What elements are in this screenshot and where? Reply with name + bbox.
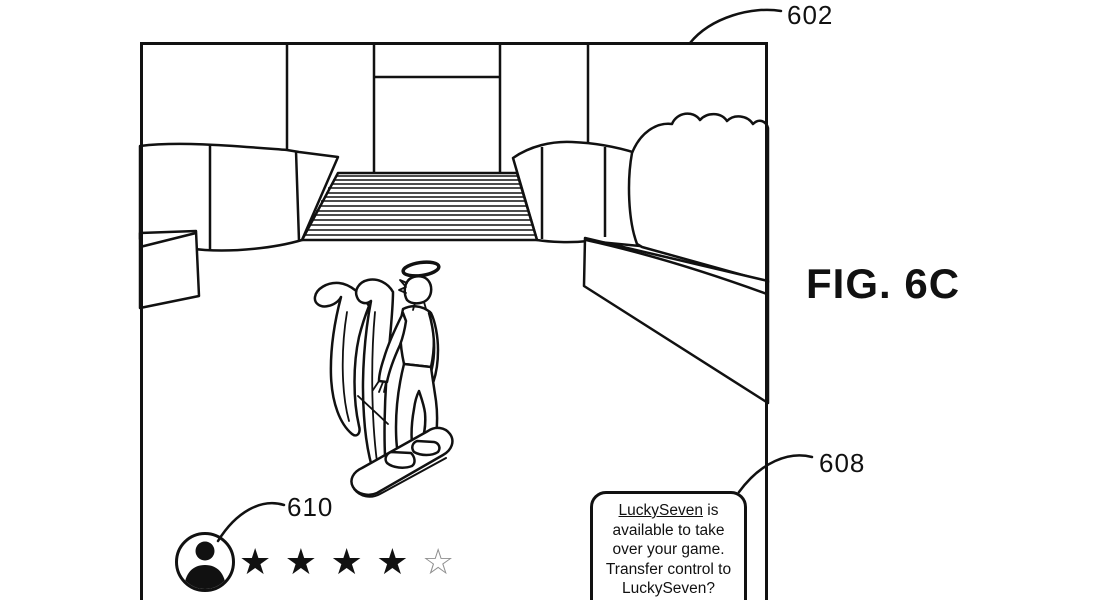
right-grind-ledge	[582, 236, 770, 405]
right-rock	[511, 140, 642, 248]
leader-line-608	[737, 454, 814, 494]
player-name: LuckySeven	[618, 502, 703, 519]
head	[403, 274, 433, 305]
back-wall-panel-lines	[285, 45, 590, 172]
left-ledge-block	[138, 229, 201, 310]
star-1: ★	[239, 542, 273, 583]
left-shoe	[384, 450, 416, 469]
right-shoe	[411, 439, 441, 457]
dialog-text-line-5: LuckySeven?	[621, 580, 716, 597]
ref-label-610: 610	[287, 492, 334, 522]
dialog-text-line-3: over your game.	[612, 541, 725, 558]
leader-lines	[216, 8, 814, 543]
ref-label-602: 602	[787, 0, 834, 30]
halo-icon	[401, 260, 441, 278]
left-hand-claws	[372, 380, 387, 393]
left-rock	[138, 142, 340, 252]
dialog-text-line-1: LuckySeven is	[618, 502, 719, 519]
angel-wings	[313, 278, 395, 489]
dialog-text-line-2: available to take	[612, 521, 725, 539]
leader-line-610	[216, 502, 286, 543]
winged-skater-character	[313, 260, 454, 498]
star-rating: ★ ★ ★ ★ ☆	[239, 545, 455, 581]
figure-title: FIG. 6C	[806, 260, 961, 307]
star-3: ★	[330, 542, 364, 583]
person-silhouette-icon	[184, 541, 226, 589]
player-avatar-icon	[175, 532, 235, 592]
star-2: ★	[284, 542, 319, 583]
star-5-empty: ☆	[421, 542, 456, 583]
bush	[627, 112, 770, 284]
game-screen-frame	[140, 42, 768, 600]
leader-line-602	[688, 8, 783, 45]
dialog-text-line-4: Transfer control to	[605, 560, 732, 578]
hair-and-neck-lines	[398, 279, 427, 311]
takeover-dialog: LuckySeven is available to take over you…	[590, 491, 747, 600]
star-4: ★	[376, 542, 410, 583]
ref-label-608: 608	[819, 448, 866, 478]
staircase	[300, 171, 539, 242]
left-arm	[377, 311, 408, 384]
